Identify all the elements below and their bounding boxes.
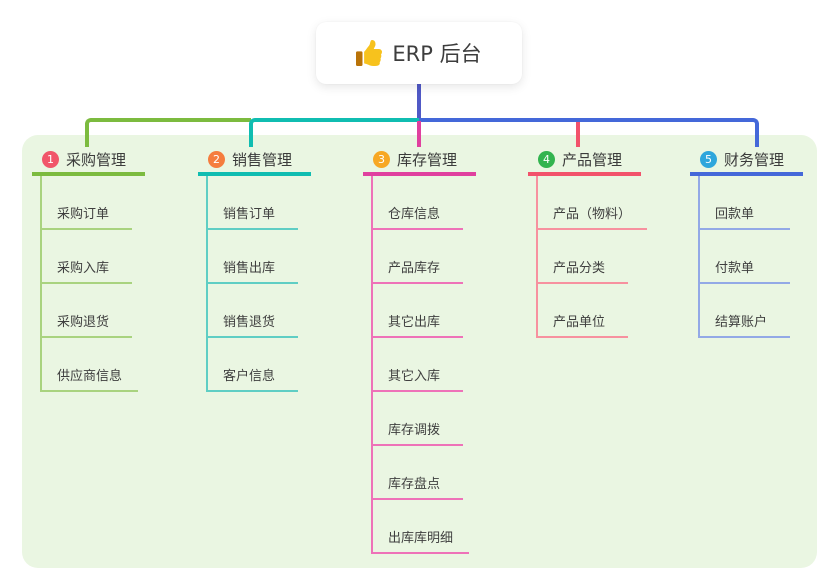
leaf-label: 销售订单 bbox=[223, 207, 276, 222]
root-node-label: ERP 后台 bbox=[392, 42, 482, 66]
leaf-label: 产品库存 bbox=[388, 261, 441, 276]
branch-children: 产品（物料） 产品分类 产品单位 bbox=[536, 176, 648, 338]
leaf-node[interactable]: 销售出库 bbox=[206, 230, 298, 284]
leaf-label: 客户信息 bbox=[223, 369, 276, 384]
leaf-node[interactable]: 产品分类 bbox=[536, 230, 628, 284]
branch-children: 采购订单 采购入库 采购退货 供应商信息 bbox=[40, 176, 145, 392]
leaf-label: 采购入库 bbox=[57, 261, 110, 276]
connector-branch-purchase bbox=[85, 118, 251, 147]
leaf-node[interactable]: 库存调拨 bbox=[371, 392, 463, 446]
leaf-node[interactable]: 销售退货 bbox=[206, 284, 298, 338]
leaf-label: 销售退货 bbox=[223, 315, 276, 330]
leaf-label: 出库库明细 bbox=[388, 531, 454, 546]
branch-finance: 5 财务管理 回款单 付款单 结算账户 bbox=[690, 147, 803, 338]
leaf-label: 其它入库 bbox=[388, 369, 441, 384]
branch-label: 销售管理 bbox=[232, 151, 293, 169]
branch-number-badge: 4 bbox=[538, 151, 555, 168]
branch-label: 库存管理 bbox=[397, 151, 458, 169]
leaf-label: 其它出库 bbox=[388, 315, 441, 330]
root-node[interactable]: ERP 后台 bbox=[316, 22, 522, 84]
leaf-node[interactable]: 其它入库 bbox=[371, 338, 463, 392]
leaf-node[interactable]: 采购入库 bbox=[40, 230, 132, 284]
branch-product-header[interactable]: 4 产品管理 bbox=[528, 147, 641, 176]
branch-number-badge: 5 bbox=[700, 151, 717, 168]
leaf-node[interactable]: 产品（物料） bbox=[536, 176, 648, 230]
branch-product: 4 产品管理 产品（物料） 产品分类 产品单位 bbox=[528, 147, 648, 338]
branches-background-panel bbox=[22, 135, 817, 568]
leaf-node[interactable]: 仓库信息 bbox=[371, 176, 463, 230]
connector-branch-sales bbox=[249, 118, 421, 147]
leaf-node[interactable]: 产品单位 bbox=[536, 284, 628, 338]
leaf-label: 回款单 bbox=[715, 207, 755, 222]
branch-inventory: 3 库存管理 仓库信息 产品库存 其它出库 其它入库 库存调拨 库存盘点 出库库… bbox=[363, 147, 476, 554]
thumbs-up-icon bbox=[356, 40, 383, 66]
leaf-node[interactable]: 回款单 bbox=[698, 176, 790, 230]
leaf-node[interactable]: 供应商信息 bbox=[40, 338, 139, 392]
branch-children: 回款单 付款单 结算账户 bbox=[698, 176, 803, 338]
leaf-node[interactable]: 客户信息 bbox=[206, 338, 298, 392]
connector-branch-inventory bbox=[417, 121, 421, 147]
leaf-label: 采购订单 bbox=[57, 207, 110, 222]
branch-trunk-line bbox=[536, 176, 538, 338]
leaf-node[interactable]: 结算账户 bbox=[698, 284, 790, 338]
branch-number-badge: 2 bbox=[208, 151, 225, 168]
leaf-label: 产品分类 bbox=[553, 261, 606, 276]
branch-trunk-line bbox=[206, 176, 208, 392]
branch-number-badge: 3 bbox=[373, 151, 390, 168]
branch-purchase-header[interactable]: 1 采购管理 bbox=[32, 147, 145, 176]
branch-purchase: 1 采购管理 采购订单 采购入库 采购退货 供应商信息 bbox=[32, 147, 145, 392]
leaf-node[interactable]: 采购退货 bbox=[40, 284, 132, 338]
leaf-label: 销售出库 bbox=[223, 261, 276, 276]
branch-finance-header[interactable]: 5 财务管理 bbox=[690, 147, 803, 176]
branch-sales-header[interactable]: 2 销售管理 bbox=[198, 147, 311, 176]
branch-sales: 2 销售管理 销售订单 销售出库 销售退货 客户信息 bbox=[198, 147, 311, 392]
root-connector-line bbox=[417, 84, 421, 121]
branch-children: 仓库信息 产品库存 其它出库 其它入库 库存调拨 库存盘点 出库库明细 bbox=[371, 176, 476, 554]
leaf-label: 付款单 bbox=[715, 261, 755, 276]
branch-children: 销售订单 销售出库 销售退货 客户信息 bbox=[206, 176, 311, 392]
branch-label: 财务管理 bbox=[724, 151, 785, 169]
branch-trunk-line bbox=[40, 176, 42, 392]
branch-label: 采购管理 bbox=[66, 151, 127, 169]
leaf-label: 库存盘点 bbox=[388, 477, 441, 492]
connector-branch-product bbox=[576, 122, 580, 147]
leaf-node[interactable]: 采购订单 bbox=[40, 176, 132, 230]
leaf-node[interactable]: 其它出库 bbox=[371, 284, 463, 338]
leaf-node[interactable]: 销售订单 bbox=[206, 176, 298, 230]
connector-branch-finance bbox=[419, 118, 759, 147]
leaf-node[interactable]: 库存盘点 bbox=[371, 446, 463, 500]
leaf-label: 采购退货 bbox=[57, 315, 110, 330]
leaf-label: 结算账户 bbox=[715, 315, 768, 330]
leaf-node[interactable]: 出库库明细 bbox=[371, 500, 470, 554]
leaf-node[interactable]: 产品库存 bbox=[371, 230, 463, 284]
branch-label: 产品管理 bbox=[562, 151, 623, 169]
leaf-node[interactable]: 付款单 bbox=[698, 230, 790, 284]
leaf-label: 产品单位 bbox=[553, 315, 606, 330]
leaf-label: 产品（物料） bbox=[553, 207, 632, 222]
branch-number-badge: 1 bbox=[42, 151, 59, 168]
branch-trunk-line bbox=[371, 176, 373, 554]
branch-inventory-header[interactable]: 3 库存管理 bbox=[363, 147, 476, 176]
leaf-label: 供应商信息 bbox=[57, 369, 123, 384]
leaf-label: 仓库信息 bbox=[388, 207, 441, 222]
branch-trunk-line bbox=[698, 176, 700, 338]
leaf-label: 库存调拨 bbox=[388, 423, 441, 438]
